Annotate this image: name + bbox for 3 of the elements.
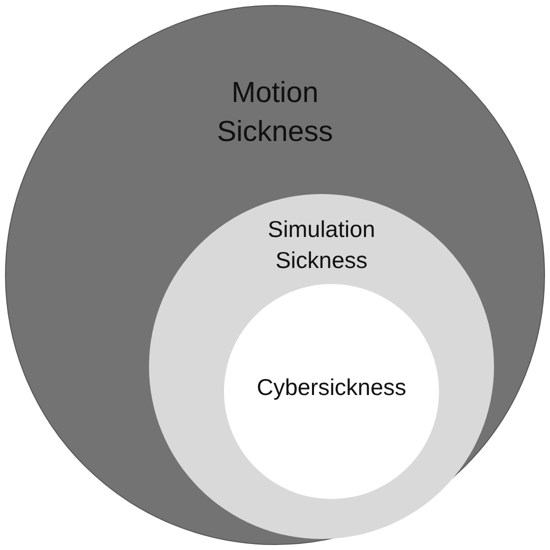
circle-label: Motion Sickness — [216, 76, 334, 150]
circle-label: Simulation Sickness — [266, 215, 376, 276]
circle-label: Cybersickness — [256, 373, 406, 402]
